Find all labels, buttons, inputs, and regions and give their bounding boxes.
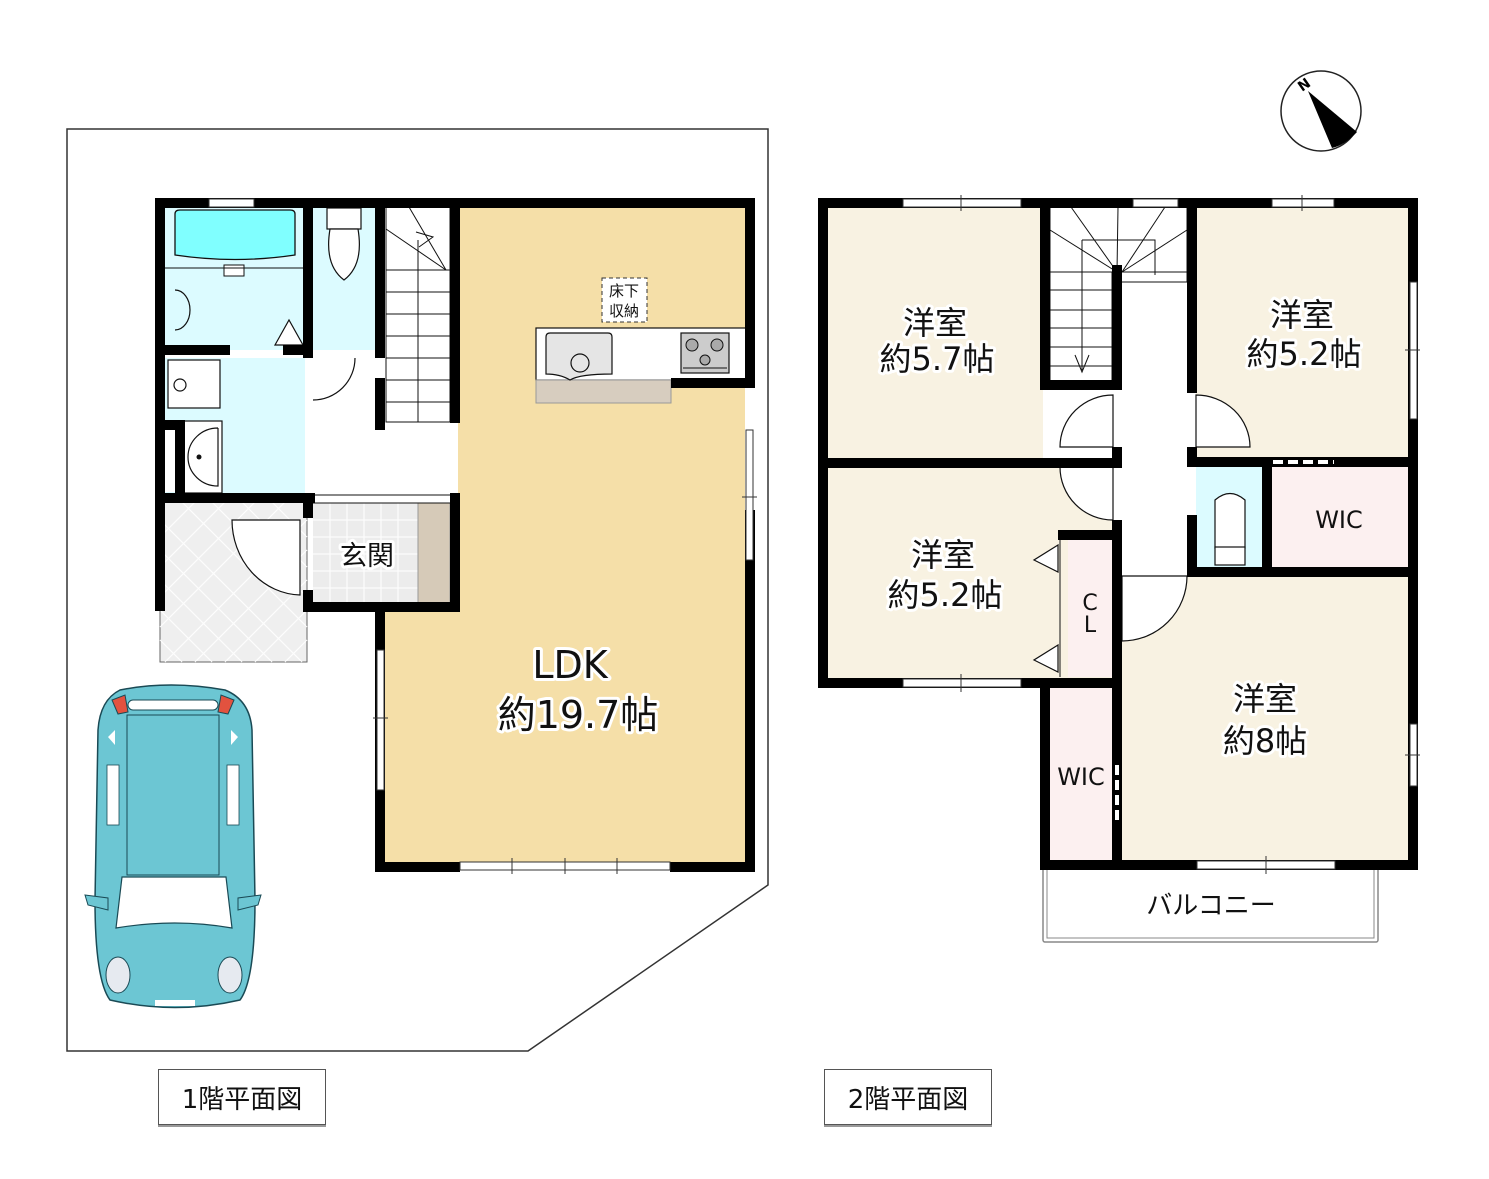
wic-sw-floor <box>1050 688 1113 861</box>
entrance-tile-grid <box>313 503 418 603</box>
bedroom-se-floor <box>1122 576 1409 861</box>
wic-ne-floor <box>1271 467 1409 567</box>
bathtub-icon <box>174 209 296 261</box>
entrance-name: 玄関 <box>340 541 394 572</box>
toilet-icon-2f <box>1214 492 1246 566</box>
compass-icon: N <box>1280 70 1362 152</box>
bedroom-w-size: 約5.2帖 <box>888 576 1003 614</box>
balcony-label: バルコニー <box>1146 891 1275 921</box>
closet-label-line1: C <box>1082 591 1097 616</box>
wic-sw-label: WIC <box>1057 763 1105 791</box>
wic-ne-label: WIC <box>1315 506 1363 534</box>
bath-faucet-icon <box>223 264 245 277</box>
closet-label-line2: L <box>1084 613 1097 638</box>
wic-openings <box>1115 460 1334 825</box>
underfloor-storage <box>601 277 648 323</box>
door-swings-2f <box>1032 394 1251 673</box>
closet-cl <box>1068 540 1113 677</box>
windows-1f <box>208 198 757 874</box>
hallway-2f <box>1122 273 1187 569</box>
bedroom-ne-size: 約5.2帖 <box>1247 335 1362 373</box>
underfloor-storage-line2: 収納 <box>609 302 639 320</box>
bedroom-ne-name: 洋室 <box>1270 296 1334 334</box>
porch-pattern <box>159 499 308 663</box>
bedroom-w-name: 洋室 <box>911 536 975 574</box>
car-icon <box>84 684 262 1009</box>
stairs-1f <box>385 206 451 423</box>
shoe-cabinet <box>417 502 451 604</box>
counter-back <box>535 379 672 404</box>
bedroom-se-size: 約8帖 <box>1223 722 1307 760</box>
bedroom-nw-name: 洋室 <box>903 304 967 342</box>
ldk-name: LDK <box>532 643 608 687</box>
bedroom-w-floor <box>828 467 1113 682</box>
site-boundary <box>66 128 769 1052</box>
bedroom-nw-size: 約5.7帖 <box>880 340 995 378</box>
bedroom-nw-floor <box>828 207 1043 459</box>
underfloor-storage-line1: 床下 <box>609 282 639 300</box>
stove-icon <box>680 332 730 374</box>
floor1-caption: 1階平面図 <box>158 1069 326 1125</box>
toilet-door-swing <box>312 357 356 401</box>
windows-2f <box>902 195 1420 874</box>
toilet-icon <box>326 207 362 281</box>
entry-door-swing <box>231 519 301 596</box>
bedroom-se-name: 洋室 <box>1233 680 1297 718</box>
floor2-caption: 2階平面図 <box>824 1069 992 1125</box>
ldk-size: 約19.7帖 <box>498 693 659 737</box>
